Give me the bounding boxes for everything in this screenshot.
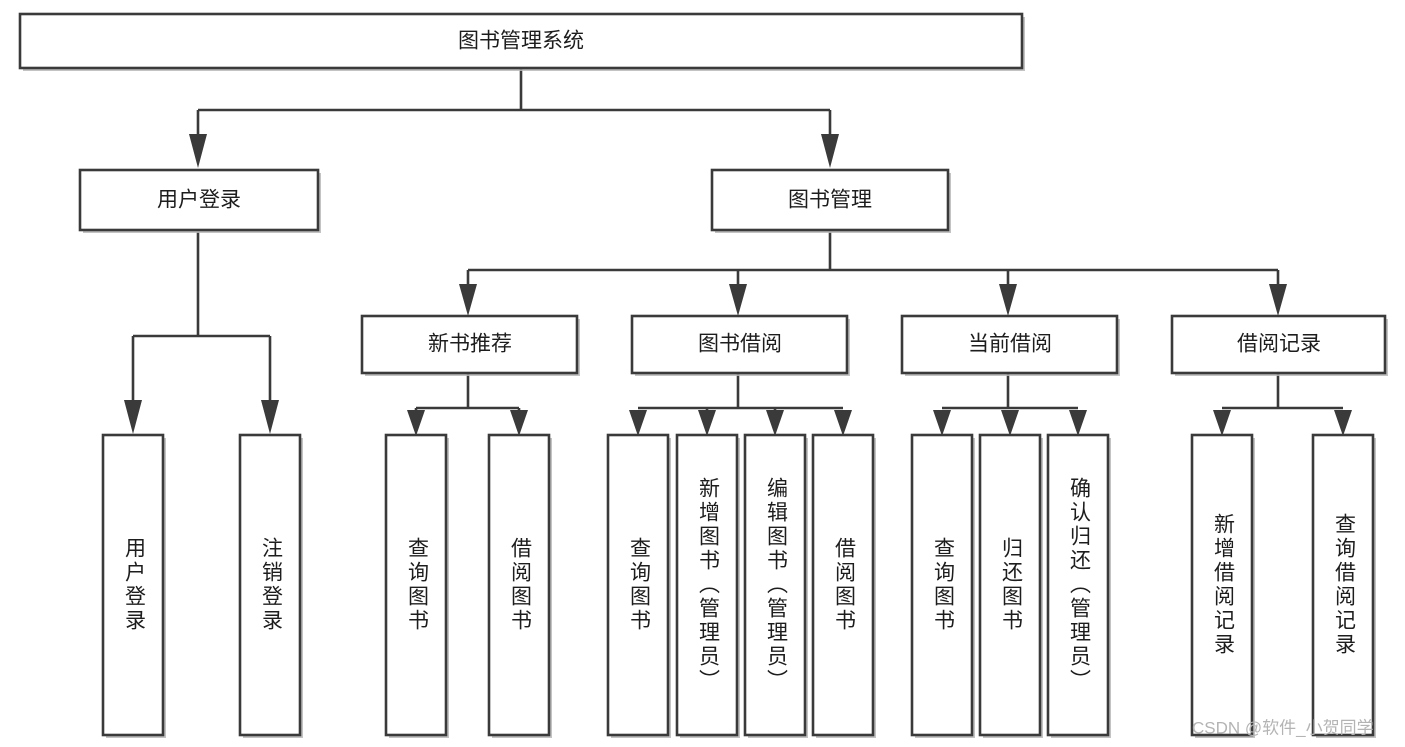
arrow-head-bw-leaf-3 xyxy=(766,410,784,436)
node-rect xyxy=(101,433,165,737)
node-new-book-recommend[interactable]: 新书推荐 xyxy=(360,314,580,376)
arrow-head-user-login xyxy=(189,134,207,168)
leaf-label-add-book-admin: 新增图书（管理员） xyxy=(696,477,720,693)
arrow-head-nb-leaf-2 xyxy=(510,410,528,436)
leaf-node-query-book-nb[interactable]: 查询图书 xyxy=(384,433,449,738)
arrow-head-cur-leaf-1 xyxy=(933,410,951,436)
node-rect xyxy=(18,12,1024,70)
leaf-node-return-book[interactable]: 归还图书 xyxy=(978,433,1043,738)
arrow-head-nb-leaf-1 xyxy=(407,410,425,436)
node-root-system[interactable]: 图书管理系统 xyxy=(18,12,1025,71)
node-rect xyxy=(487,433,551,737)
leaf-label-query-borrow-record: 查询借阅记录 xyxy=(1332,513,1356,657)
leaf-node-logout[interactable]: 注销登录 xyxy=(238,433,303,738)
node-book-borrow[interactable]: 图书借阅 xyxy=(630,314,850,376)
node-rect xyxy=(1046,433,1110,737)
leaf-label-borrow-book-bw: 借阅图书 xyxy=(832,537,856,633)
node-rect xyxy=(743,433,807,737)
leaf-label-query-book-cur: 查询图书 xyxy=(931,537,955,633)
leaf-node-borrow-book-bw[interactable]: 借阅图书 xyxy=(811,433,876,738)
leaf-node-query-borrow-record[interactable]: 查询借阅记录 xyxy=(1311,433,1376,738)
node-label-borrow-record: 借阅记录 xyxy=(1237,333,1321,356)
arrow-head-rec-leaf-1 xyxy=(1213,410,1231,436)
node-book-management[interactable]: 图书管理 xyxy=(710,168,951,233)
leaf-label-add-borrow-record: 新增借阅记录 xyxy=(1211,513,1235,657)
node-rect xyxy=(978,433,1042,737)
node-current-borrow[interactable]: 当前借阅 xyxy=(900,314,1120,376)
leaf-node-confirm-return-admin[interactable]: 确认归还（管理员） xyxy=(1046,433,1111,738)
node-label-book-borrow: 图书借阅 xyxy=(698,333,782,356)
leaf-label-user-login: 用户登录 xyxy=(122,537,146,633)
arrow-head-leaf-logout xyxy=(261,400,279,434)
arrow-head-record xyxy=(1269,284,1287,316)
leaf-label-confirm-return-admin: 确认归还（管理员） xyxy=(1067,477,1091,693)
node-rect xyxy=(1190,433,1254,737)
node-rect xyxy=(710,168,950,232)
leaf-node-borrow-book-nb[interactable]: 借阅图书 xyxy=(487,433,552,738)
leaf-label-logout: 注销登录 xyxy=(259,537,283,633)
watermark-label: CSDN @软件_小贺同学 xyxy=(1192,718,1374,737)
leaf-label-query-book-bw: 查询图书 xyxy=(627,537,651,633)
arrow-head-bw-leaf-2 xyxy=(698,410,716,436)
arrow-head-rec-leaf-2 xyxy=(1334,410,1352,436)
leaf-node-add-book-admin[interactable]: 新增图书（管理员） xyxy=(675,433,740,738)
arrow-head-book-mgmt xyxy=(821,134,839,168)
node-user-login[interactable]: 用户登录 xyxy=(78,168,321,233)
node-rect xyxy=(811,433,875,737)
leaf-label-query-book-nb: 查询图书 xyxy=(405,537,429,633)
node-label-user-login: 用户登录 xyxy=(157,189,241,212)
node-rect xyxy=(1170,314,1387,375)
leaf-node-edit-book-admin[interactable]: 编辑图书（管理员） xyxy=(743,433,808,738)
node-rect xyxy=(910,433,974,737)
node-label-root-system: 图书管理系统 xyxy=(458,30,584,53)
node-rect xyxy=(360,314,579,375)
leaf-label-edit-book-admin: 编辑图书（管理员） xyxy=(764,477,788,693)
arrow-head-bw-leaf-1 xyxy=(629,410,647,436)
node-rect xyxy=(675,433,739,737)
arrow-head-borrow xyxy=(729,284,747,316)
arrow-head-cur-leaf-2 xyxy=(1001,410,1019,436)
node-label-new-book-recommend: 新书推荐 xyxy=(428,333,512,356)
arrow-head-leaf-user-login xyxy=(124,400,142,434)
leaf-node-user-login[interactable]: 用户登录 xyxy=(101,433,166,738)
node-rect xyxy=(238,433,302,737)
arrow-head-bw-leaf-4 xyxy=(834,410,852,436)
arrow-head-new-book xyxy=(459,284,477,316)
node-rect xyxy=(1311,433,1375,737)
node-rect xyxy=(384,433,448,737)
node-rect xyxy=(78,168,320,232)
node-rect xyxy=(630,314,849,375)
arrow-head-cur-leaf-3 xyxy=(1069,410,1087,436)
leaf-label-borrow-book-nb: 借阅图书 xyxy=(508,537,532,633)
node-label-book-management: 图书管理 xyxy=(788,189,872,212)
leaf-node-add-borrow-record[interactable]: 新增借阅记录 xyxy=(1190,433,1255,738)
node-rect xyxy=(900,314,1119,375)
leaf-label-return-book: 归还图书 xyxy=(999,537,1023,633)
leaf-node-query-book-cur[interactable]: 查询图书 xyxy=(910,433,975,738)
connectors-layer xyxy=(124,68,1352,436)
leaf-node-query-book-bw[interactable]: 查询图书 xyxy=(606,433,671,738)
node-rect xyxy=(606,433,670,737)
node-label-current-borrow: 当前借阅 xyxy=(968,333,1052,356)
node-borrow-record[interactable]: 借阅记录 xyxy=(1170,314,1388,376)
arrow-head-current xyxy=(999,284,1017,316)
